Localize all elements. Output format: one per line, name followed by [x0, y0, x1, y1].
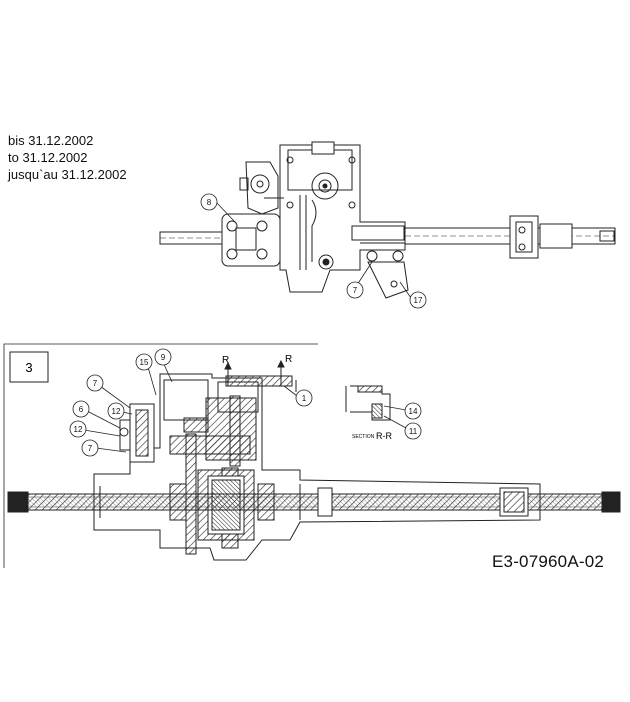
callout-17 — [409, 291, 427, 309]
section-name: R-R — [376, 431, 392, 441]
transaxle-top-view — [159, 141, 616, 299]
section-marker-left: R — [222, 355, 229, 366]
callout-11-label: 11 — [409, 427, 418, 436]
callout-6 — [72, 400, 90, 418]
view-3-frame — [3, 343, 318, 568]
callout-12-a — [107, 402, 125, 420]
callout-6-label: 6 — [79, 405, 84, 414]
callout-9 — [154, 348, 172, 366]
main-axle — [7, 483, 621, 521]
view-number: 3 — [25, 360, 32, 375]
callout-12-b-label: 12 — [74, 425, 83, 434]
callout-14-label: 14 — [409, 407, 418, 416]
callout-15-label: 15 — [140, 358, 149, 367]
transaxle-section-view — [93, 359, 541, 561]
callout-1 — [295, 389, 313, 407]
callout-7-a-label: 7 — [93, 379, 98, 388]
validity-note-de: bis 31.12.2002 — [8, 133, 94, 148]
section-marker-right: R — [285, 354, 292, 365]
callout-12-b — [69, 420, 87, 438]
section-word: SECTION — [352, 434, 375, 440]
callout-15 — [135, 353, 153, 371]
drawing-code: E3-07960A-02 — [492, 552, 605, 571]
callout-14 — [404, 402, 422, 420]
top-callouts: 8 7 17 — [200, 193, 427, 309]
callout-7-b — [81, 439, 99, 457]
callout-11 — [404, 422, 422, 440]
callout-1-label: 1 — [302, 394, 307, 403]
section-callouts: 15 9 7 12 6 12 7 1 — [69, 348, 313, 457]
callout-7-b-label: 7 — [88, 444, 93, 453]
callout-12-a-label: 12 — [112, 407, 121, 416]
callout-17-label: 17 — [414, 296, 423, 305]
section-rr-callouts: 14 11 — [383, 402, 422, 440]
callout-8-label: 8 — [207, 198, 212, 207]
callout-9-label: 9 — [161, 353, 166, 362]
validity-note-en: to 31.12.2002 — [8, 150, 88, 165]
section-rr-detail — [345, 385, 391, 421]
callout-7-top — [346, 281, 364, 299]
callout-7-a — [86, 374, 104, 392]
callout-8 — [200, 193, 218, 211]
callout-7-top-label: 7 — [353, 286, 358, 295]
validity-note-fr: jusqu`au 31.12.2002 — [8, 167, 127, 182]
view-number-box — [9, 351, 49, 383]
